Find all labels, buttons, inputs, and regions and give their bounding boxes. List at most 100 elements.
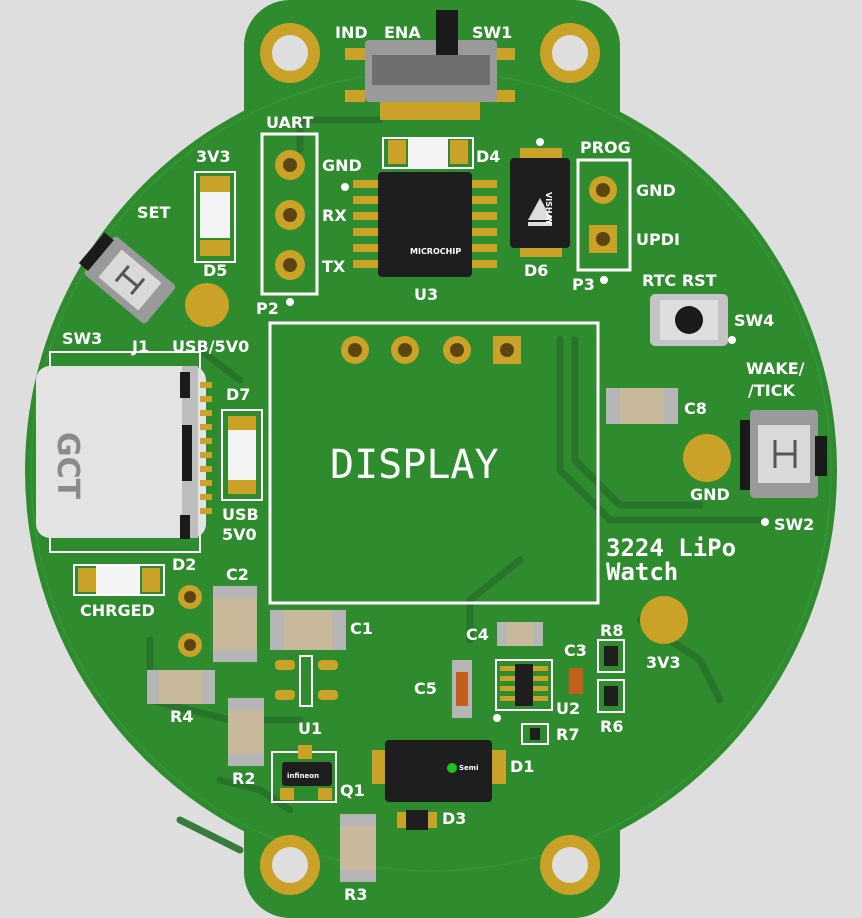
label-sw2: SW2: [774, 515, 814, 534]
label-microchip: MICROCHIP: [410, 247, 461, 256]
display-module: [268, 321, 600, 605]
q1-transistor: [271, 745, 337, 803]
d1-diode: [372, 740, 506, 802]
sw4-rtc-rst-switch: [650, 294, 736, 346]
label-vishay: VISHAY: [544, 192, 553, 225]
u2-ic: [495, 659, 553, 711]
mounting-hole-br: [540, 835, 600, 895]
label-c2: C2: [226, 565, 249, 584]
mounting-hole-tr: [540, 23, 600, 83]
label-r7: R7: [556, 725, 579, 744]
testpoint-left-a: [178, 585, 202, 609]
label-r4: R4: [170, 707, 193, 726]
label-chrged: CHRGED: [80, 601, 155, 620]
sw2-wake-tick-switch: [740, 410, 827, 526]
p2-uart-header: [260, 132, 319, 306]
label-d6: D6: [524, 261, 548, 280]
label-c8: C8: [684, 399, 707, 418]
testpoint-gnd: [683, 434, 731, 482]
label-infineon: infineon: [287, 772, 319, 780]
r2-resistor: [228, 698, 264, 766]
label-5v0: 5V0: [222, 525, 257, 544]
label-sw1: SW1: [472, 23, 512, 42]
label-watch-line1: 3224 LiPo: [606, 534, 736, 562]
label-gnd-prog: GND: [636, 181, 676, 200]
p3-prog-header: [576, 158, 632, 284]
label-u2: U2: [556, 699, 580, 718]
label-gnd-right: GND: [690, 485, 730, 504]
c4-capacitor: [497, 622, 543, 646]
d7-led: [221, 409, 263, 501]
label-u3: U3: [414, 285, 438, 304]
c3-capacitor: [569, 668, 583, 694]
r8-resistor: [597, 639, 625, 673]
d2-chrged-led: [73, 564, 165, 596]
board-outline: [25, 0, 837, 918]
label-j1: J1: [131, 337, 149, 356]
label-p3: P3: [572, 275, 595, 294]
label-r2: R2: [232, 769, 255, 788]
label-updi: UPDI: [636, 230, 680, 249]
label-d5: D5: [203, 261, 227, 280]
sw1-slide-switch: [345, 10, 515, 120]
j1-usb-c-connector: [36, 351, 212, 553]
label-rx: RX: [322, 206, 347, 225]
label-d1: D1: [510, 757, 534, 776]
r3-resistor: [340, 814, 376, 882]
label-prog: PROG: [580, 138, 631, 157]
label-3v3-top: 3V3: [196, 147, 231, 166]
label-rtc-rst: RTC RST: [642, 271, 717, 290]
c1-capacitor: [270, 610, 346, 650]
testpoint-left-b: [178, 633, 202, 657]
sw3-set-switch: [78, 232, 176, 324]
d3-diode: [397, 810, 437, 830]
label-gct: GCT: [50, 432, 85, 500]
r6-resistor: [597, 679, 625, 713]
label-c5: C5: [414, 679, 437, 698]
label-usb5v0-top: USB/5V0: [172, 337, 249, 356]
label-wake: WAKE/: [746, 359, 805, 378]
u1-regulator: [275, 655, 338, 707]
label-u1: U1: [298, 719, 322, 738]
label-set: SET: [137, 203, 170, 222]
label-ena: ENA: [384, 23, 421, 42]
label-d4: D4: [476, 147, 500, 166]
mounting-hole-bl: [260, 835, 320, 895]
label-d7: D7: [226, 385, 250, 404]
label-3v3-right: 3V3: [646, 653, 681, 672]
label-c4: C4: [466, 625, 489, 644]
label-tick: /TICK: [748, 381, 795, 400]
testpoint-usb5v0: [185, 283, 229, 327]
label-d2: D2: [172, 555, 196, 574]
c2-capacitor: [213, 586, 257, 662]
r4-resistor: [147, 670, 215, 704]
c5-capacitor: [452, 660, 501, 722]
label-r6: R6: [600, 717, 623, 736]
label-p2: P2: [256, 299, 279, 318]
label-semi: Semi: [459, 764, 478, 772]
label-uart: UART: [266, 113, 313, 132]
label-r8: R8: [600, 621, 623, 640]
d6-diode: [510, 138, 570, 257]
label-usb: USB: [222, 505, 259, 524]
label-r3: R3: [344, 885, 367, 904]
label-c3: C3: [564, 641, 587, 660]
d4-led: [382, 137, 474, 169]
label-q1: Q1: [340, 781, 365, 800]
mounting-hole-tl: [260, 23, 320, 83]
testpoint-3v3: [640, 596, 688, 644]
label-d3: D3: [442, 809, 466, 828]
label-c1: C1: [350, 619, 373, 638]
label-display: DISPLAY: [330, 442, 499, 488]
label-sw3: SW3: [62, 329, 102, 348]
u3-microcontroller: [341, 172, 497, 277]
r7-resistor: [521, 723, 549, 745]
label-ind: IND: [335, 23, 368, 42]
label-gnd-uart: GND: [322, 156, 362, 175]
c8-capacitor: [606, 388, 678, 424]
label-tx: TX: [322, 257, 346, 276]
silkscreen-labels: IND ENA SW1 UART 3V3 SET GND RX TX D4 D5…: [50, 23, 814, 904]
label-sw4: SW4: [734, 311, 774, 330]
label-watch-line2: Watch: [606, 558, 678, 586]
